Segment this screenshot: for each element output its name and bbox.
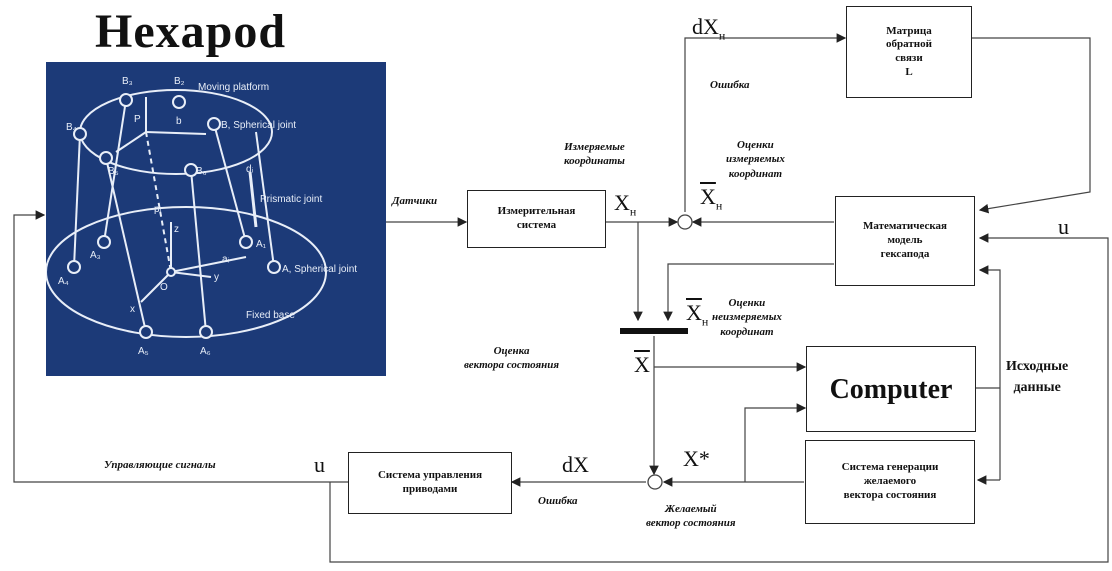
trajectory-generator-box: Система генерации желаемого вектора сост… [805,440,975,524]
label-error-top: Ошибка [710,79,750,91]
symbol-x-estimate: X [634,352,650,377]
label-b2: B₂ [174,76,185,87]
label-b5: B₅ [108,166,119,177]
measurement-system-box: Измерительная система [467,190,606,248]
label-y: y [214,272,219,283]
label-b3: B₃ [122,76,133,87]
label-ai: aᵢ [222,254,230,265]
label-prismatic: Prismatic joint [260,194,322,205]
computer-box: Computer [806,346,976,432]
symbol-dxh: dXн [692,14,726,43]
label-measured-coords: Измеряемые координаты [564,141,625,168]
symbol-dx: dX [562,452,589,477]
diagram-title: Hexapod [95,5,287,58]
symbol-x-star: X* [683,446,710,471]
label-x: x [130,304,135,315]
feedback-matrix-box: Матрица обратной связи L [846,6,972,98]
label-initial-data: Исходные данные [1006,359,1069,395]
symbol-u-left: u [314,452,325,477]
hexapod-sketch: B₃ B₂ B₄ B₅ B₆ B, Spherical joint Moving… [45,76,357,357]
symbol-u-right: u [1058,214,1069,239]
label-sensors: Датчики [392,195,438,207]
label-unmeasured-estimates: Оценки неизмеряемых координат [712,297,782,338]
label-a4: A₄ [58,276,69,287]
label-a3: A₃ [90,250,101,261]
symbol-xh: Xн [614,190,637,219]
label-b6: B₆ [196,166,207,177]
label-a5: A₅ [138,346,149,357]
label-spherical-top: B, Spherical joint [221,120,296,131]
label-o: O [160,282,168,293]
label-error-bottom: Ошибка [538,495,578,507]
label-b4: B₄ [66,122,77,133]
symbol-x-unmeasured: Xн [686,300,709,329]
label-moving-platform: Moving platform [198,82,269,93]
label-b: b [176,116,182,127]
sum-junction-bottom [647,474,663,490]
estimator-bar [620,328,688,334]
label-measured-estimates: Оценки измеряемых координат [726,139,785,180]
math-model-box: Математическая модель гексапода [835,196,975,286]
label-spherical-bottom: A, Spherical joint [282,264,357,275]
label-state-estimate: Оценка вектора состояния [464,345,560,372]
label-a6: A₆ [200,346,211,357]
label-di: dᵢ [246,164,254,175]
symbol-xh-estimate: Xн [700,184,723,213]
label-desired-state: Желаемый вектор состояния [646,503,736,530]
hexapod-figure: B₃ B₂ B₄ B₅ B₆ B, Spherical joint Moving… [45,62,386,376]
label-p: P [134,114,141,125]
sum-junction-top [677,214,693,230]
drive-control-box: Система управления приводами [348,452,512,514]
label-z: z [174,224,179,235]
label-control-signals: Управляющие сигналы [104,459,216,471]
label-a1: A₁ [256,239,267,250]
label-pi: pᵢ [154,204,162,215]
label-fixed-base: Fixed base [246,310,295,321]
